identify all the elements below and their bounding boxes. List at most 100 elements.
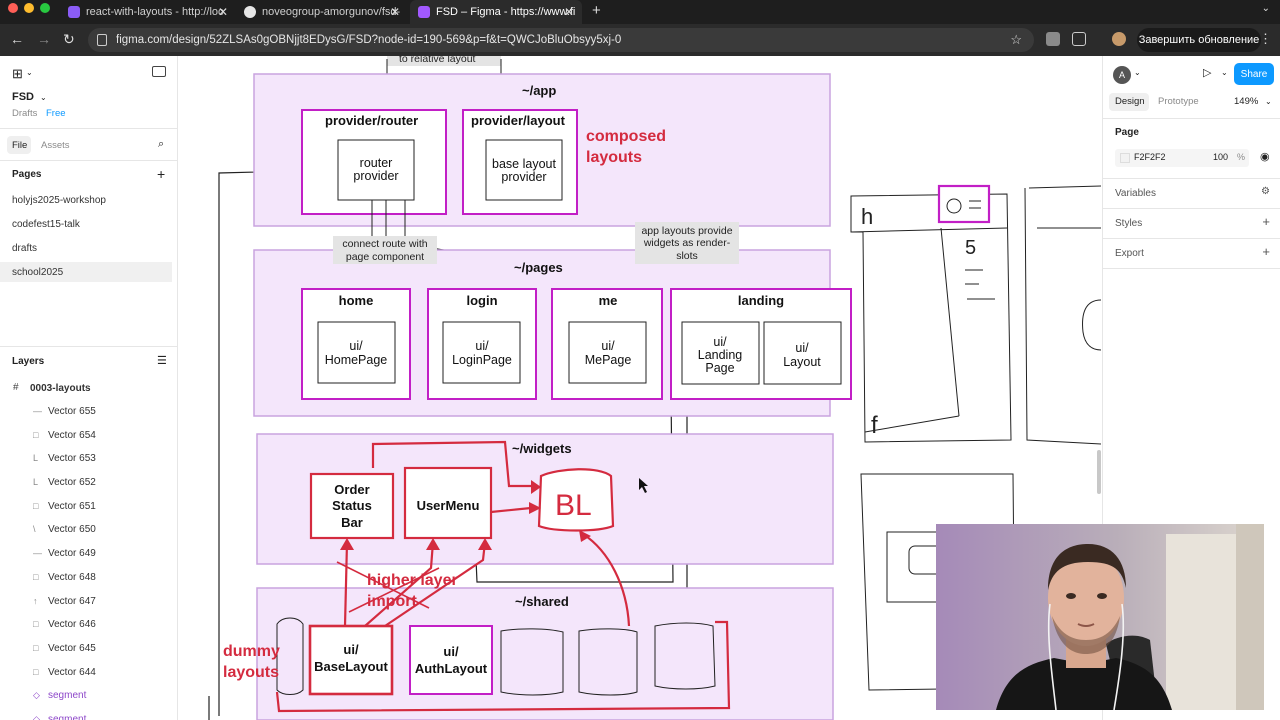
page-item[interactable]: drafts <box>0 238 172 258</box>
page-item[interactable]: codefest15-talk <box>0 214 172 234</box>
segment-homepage[interactable] <box>317 321 396 384</box>
widget-text: Bar <box>341 515 363 530</box>
update-browser-button[interactable]: Завершить обновление <box>1137 28 1261 52</box>
layer-item[interactable]: —Vector 655 <box>0 400 176 422</box>
component-instance-icon: ◇ <box>33 690 40 700</box>
close-tab-icon[interactable]: ✕ <box>217 5 228 19</box>
note-text: connect route with <box>342 238 427 250</box>
divider <box>1103 118 1280 119</box>
widget-user-menu[interactable] <box>403 466 493 540</box>
new-tab-button[interactable]: + <box>592 2 601 19</box>
bookmark-star-icon[interactable]: ☆ <box>1010 32 1022 47</box>
page-item[interactable]: holyjs2025-workshop <box>0 190 172 210</box>
vector-icon: □ <box>33 430 39 440</box>
variables-settings-icon[interactable]: ⚙ <box>1261 186 1270 197</box>
widget-order-status-bar[interactable] <box>309 472 395 540</box>
maximize-window-button[interactable] <box>40 3 50 13</box>
layer-item[interactable]: \Vector 650 <box>0 518 176 540</box>
file-name[interactable]: FSD <box>12 91 34 103</box>
close-window-button[interactable] <box>8 3 18 13</box>
extensions-puzzle-icon[interactable] <box>1072 32 1086 46</box>
layer-item[interactable]: □Vector 646 <box>0 613 176 635</box>
minimize-window-button[interactable] <box>24 3 34 13</box>
tab-prototype[interactable]: Prototype <box>1158 96 1199 107</box>
address-bar[interactable]: figma.com/design/52ZLSAs0gOBNjjt8EDysG/F… <box>88 28 1034 52</box>
layer-label: Vector 654 <box>48 429 96 441</box>
page-item-selected[interactable]: school2025 <box>0 262 172 282</box>
tab-assets[interactable]: Assets <box>41 140 70 151</box>
back-icon[interactable]: ← <box>10 31 24 47</box>
shared-text: ui/ <box>343 642 359 657</box>
extension-icon[interactable] <box>1046 32 1060 46</box>
divider <box>1103 208 1280 209</box>
figma-main-menu-icon[interactable]: ⊞ <box>12 66 23 81</box>
user-avatar[interactable]: A <box>1113 66 1131 84</box>
widget-bl-sketch[interactable] <box>537 468 615 532</box>
present-play-icon[interactable]: ▷ <box>1203 67 1212 79</box>
add-page-icon[interactable]: + <box>157 166 166 182</box>
browser-menu-icon[interactable]: ⋮ <box>1259 31 1272 46</box>
segment-landingpage[interactable] <box>681 321 760 385</box>
forward-icon[interactable]: → <box>37 31 51 47</box>
bl-sketch-text: BL <box>555 489 592 522</box>
slice-title: me <box>599 293 618 308</box>
reload-icon[interactable]: ↻ <box>63 31 75 47</box>
opacity-value[interactable]: 100 <box>1213 152 1229 162</box>
layer-item[interactable]: □Vector 648 <box>0 566 176 588</box>
close-tab-icon[interactable]: ✕ <box>389 5 400 19</box>
close-tab-icon[interactable]: ✕ <box>563 5 574 19</box>
shared-auth-layout[interactable] <box>409 625 493 695</box>
layer-item-component[interactable]: ◇segment <box>0 684 176 706</box>
layers-list-icon[interactable]: ☰ <box>157 355 167 367</box>
bg-color-value[interactable]: F2F2F2 <box>1134 152 1166 162</box>
layer-item[interactable]: □Vector 645 <box>0 637 176 659</box>
layer-item[interactable]: □ Vector 654 <box>0 424 176 446</box>
drafts-label[interactable]: Drafts <box>12 108 38 119</box>
segment-mepage[interactable] <box>568 321 647 384</box>
composed-layouts-annotation: composed <box>586 128 666 145</box>
browser-tab-figma[interactable]: FSD – Figma - https://www.fi ✕ <box>410 0 582 24</box>
chevron-down-icon[interactable]: ⌄ <box>1221 68 1228 77</box>
add-style-icon[interactable]: + <box>1262 214 1270 229</box>
chevron-down-icon[interactable]: ⌄ <box>1134 68 1141 77</box>
segment-router-provider[interactable] <box>337 139 415 201</box>
layer-item[interactable]: □Vector 651 <box>0 495 176 517</box>
browser-tab-react-with-layouts[interactable]: react-with-layouts - http://loc ✕ <box>60 0 236 24</box>
divider <box>1103 238 1280 239</box>
variables-title: Variables <box>1115 188 1156 199</box>
segment-text: provider <box>501 170 546 184</box>
search-icon[interactable]: ⌕ <box>158 138 165 150</box>
tab-search-icon[interactable]: ⌄ <box>1261 3 1270 14</box>
chevron-down-icon[interactable]: ⌄ <box>1265 97 1272 106</box>
color-swatch[interactable] <box>1120 153 1130 163</box>
layer-label: Vector 653 <box>48 452 96 464</box>
chevron-down-icon[interactable]: ⌄ <box>26 68 33 77</box>
page-background-field[interactable]: F2F2F2 100 % <box>1115 149 1249 167</box>
shared-base-layout[interactable] <box>308 624 394 696</box>
segment-loginpage[interactable] <box>442 321 521 384</box>
visibility-eye-icon[interactable]: ◉ <box>1260 151 1270 163</box>
browser-tab-github[interactable]: noveogroup-amorgunov/fsd- ✕ <box>236 0 408 24</box>
slice-title: landing <box>738 293 784 308</box>
layer-item[interactable]: —Vector 649 <box>0 542 176 564</box>
layer-app-label: ~/app <box>522 83 556 98</box>
tab-file[interactable]: File <box>12 140 28 151</box>
site-info-icon[interactable] <box>97 34 107 46</box>
add-export-icon[interactable]: + <box>1262 244 1270 259</box>
chevron-down-icon[interactable]: ⌄ <box>40 93 47 102</box>
frame-layer[interactable]: # 0003-layouts <box>0 377 176 399</box>
layer-label: Vector 648 <box>48 571 96 583</box>
profile-avatar[interactable] <box>1112 32 1126 46</box>
segment-base-layout-provider[interactable] <box>485 139 563 201</box>
tab-design[interactable]: Design <box>1115 96 1145 107</box>
layer-label: Vector 650 <box>48 523 96 535</box>
toggle-sidebar-icon[interactable] <box>152 66 166 77</box>
zoom-level[interactable]: 149% <box>1234 96 1259 107</box>
layer-item[interactable]: □Vector 644 <box>0 661 176 683</box>
layer-item[interactable]: ↑Vector 647 <box>0 590 176 612</box>
share-button[interactable]: Share <box>1234 63 1274 85</box>
segment-landing-layout[interactable] <box>763 321 842 385</box>
layer-item-component[interactable]: ◇segment <box>0 708 176 720</box>
